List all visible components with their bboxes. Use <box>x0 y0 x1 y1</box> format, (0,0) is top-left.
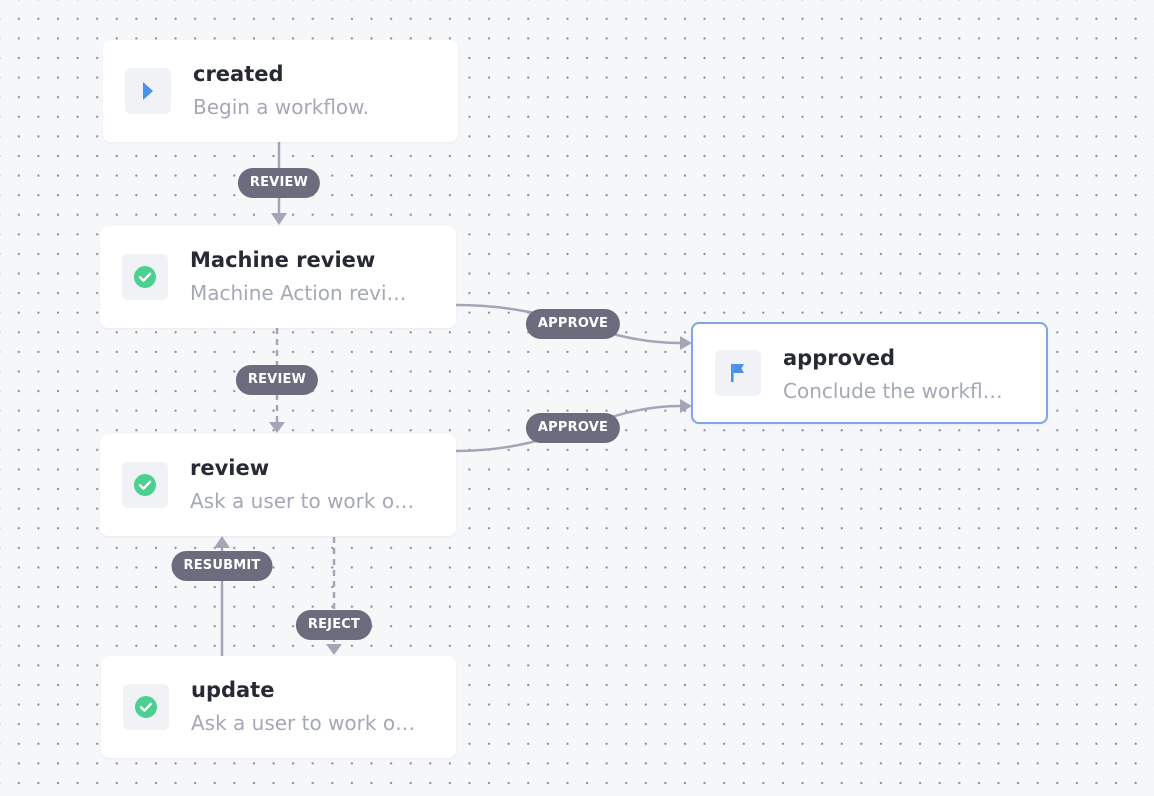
arrowhead-icon <box>269 422 285 433</box>
check-circle-icon <box>134 266 156 288</box>
edge-label-resubmit[interactable]: RESUBMIT <box>171 551 273 581</box>
edge-label-approve[interactable]: APPROVE <box>525 413 621 443</box>
node-title: review <box>190 456 270 480</box>
node-created[interactable]: created Begin a workflow. <box>103 40 458 142</box>
node-update[interactable]: update Ask a user to work o… <box>101 656 456 758</box>
check-circle-icon <box>134 474 156 496</box>
edge-label-approve[interactable]: APPROVE <box>525 309 621 339</box>
node-review[interactable]: review Ask a user to work o… <box>100 434 456 536</box>
node-title: approved <box>783 346 895 370</box>
arrowhead-icon <box>680 336 692 350</box>
play-icon <box>143 82 153 100</box>
node-icon-container <box>715 350 761 396</box>
node-icon-container <box>123 684 169 730</box>
node-title: Machine review <box>190 248 376 272</box>
edge-label-review[interactable]: REVIEW <box>237 168 321 198</box>
check-circle-icon <box>135 696 157 718</box>
edge-label-review[interactable]: REVIEW <box>235 365 319 395</box>
node-icon-container <box>122 254 168 300</box>
node-description: Conclude the workfl… <box>783 379 1003 403</box>
edge-label-reject[interactable]: REJECT <box>295 610 373 640</box>
arrowhead-icon <box>326 644 342 655</box>
arrowhead-icon <box>214 536 230 548</box>
node-machine-review[interactable]: Machine review Machine Action revi… <box>100 226 456 328</box>
node-title: update <box>191 678 275 702</box>
node-description: Begin a workflow. <box>193 95 370 119</box>
node-icon-container <box>125 68 171 114</box>
node-title: created <box>193 62 284 86</box>
flag-icon <box>731 364 744 382</box>
node-description: Ask a user to work o… <box>191 711 416 735</box>
arrowhead-icon <box>680 399 692 413</box>
node-approved[interactable]: approved Conclude the workfl… <box>691 322 1048 424</box>
node-description: Ask a user to work o… <box>190 489 415 513</box>
node-description: Machine Action revi… <box>190 281 407 305</box>
node-icon-container <box>122 462 168 508</box>
arrowhead-icon <box>271 213 287 225</box>
